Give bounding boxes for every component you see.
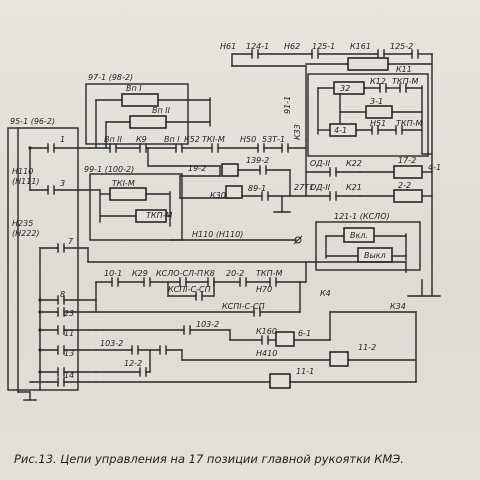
label-125-1: 125-1 — [312, 42, 335, 51]
label-k22: К22 — [346, 159, 362, 168]
label-h50: Н50 — [240, 135, 256, 144]
label-vp1b: Вп I — [164, 135, 180, 144]
label-vkl: Вкл. — [350, 231, 368, 240]
label-h235: Н235 — [12, 219, 33, 228]
label-53-1: 53Т-1 — [262, 135, 285, 144]
label-h110b: Н110 (Н110) — [192, 230, 243, 239]
label-kspi2: КСПI-С-СП — [222, 302, 265, 311]
label-h222: (Н222) — [12, 229, 40, 238]
label-od2-a: ОД-II — [310, 159, 331, 168]
label-103-2b: 103-2 — [100, 339, 123, 348]
label-89-1: 89-1 — [248, 184, 266, 193]
box-97-1 — [85, 83, 211, 149]
label-k33: К33 — [293, 124, 302, 140]
controller-contacts — [28, 143, 97, 391]
label-vp2b: Вп II — [104, 135, 123, 144]
label-k30: К30 — [210, 191, 226, 200]
label-pos-7: 7 — [68, 237, 74, 246]
schematic-labels: Н61 124-1 Н62 125-1 К161 125-2 К11 97-1 … — [10, 42, 441, 380]
label-6-1: 6-1 — [298, 329, 311, 338]
label-27-1: 27Т1 — [294, 183, 314, 192]
label-121-1: 121-1 (КСЛО) — [334, 212, 390, 221]
label-tki-m2: ТКI-М — [112, 179, 135, 188]
label-k34: К34 — [390, 302, 406, 311]
label-tk1-m: ТКI-М — [202, 135, 225, 144]
label-vp1: Вп I — [126, 84, 142, 93]
row-vp-contacts — [89, 139, 307, 167]
label-h110: Н110 — [12, 167, 33, 176]
h110-line — [169, 235, 303, 245]
label-pos-11: 11 — [64, 329, 74, 338]
label-17-2: 17-2 — [398, 156, 416, 165]
row-14 — [95, 363, 417, 389]
row-11 — [95, 311, 417, 383]
box-121-1 — [315, 221, 421, 271]
label-vykl: Выкл — [364, 251, 386, 260]
label-125-2: 125-2 — [390, 42, 413, 51]
line-7 — [87, 247, 441, 297]
od-rows — [305, 147, 433, 203]
label-11-2: 11-2 — [358, 343, 376, 352]
label-95-1: 95-1 (96-2) — [10, 117, 55, 126]
label-12-2: 12-2 — [124, 359, 142, 368]
label-tkp-m-2: ТКП-М — [396, 119, 422, 128]
label-19-2: 19-2 — [188, 164, 206, 173]
label-tkp-m-1: ТКП-М — [392, 77, 418, 86]
label-h111: (Н111) — [12, 177, 40, 186]
label-k12: К12 — [370, 77, 386, 86]
label-k161: К161 — [350, 42, 371, 51]
label-k29: К29 — [132, 269, 148, 278]
label-103-2: 103-2 — [196, 320, 219, 329]
label-32: 32 — [340, 84, 350, 93]
label-99-1: 99-1 (100-2) — [84, 165, 134, 174]
label-3-1: 3-1 — [370, 97, 383, 106]
label-k4: К4 — [320, 289, 331, 298]
label-139-2: 139-2 — [246, 156, 269, 165]
top-row-circuit — [231, 49, 433, 297]
label-tkm: ТКП-М — [146, 211, 172, 220]
label-k21: К21 — [346, 183, 362, 192]
label-vp2: Вп II — [152, 106, 171, 115]
label-4-1b: 4-1 — [428, 163, 441, 172]
label-h410: Н410 — [256, 349, 277, 358]
rows-8-23 — [95, 281, 301, 317]
figure-caption: Рис.13. Цепи управления на 17 позиции гл… — [14, 452, 404, 466]
label-124-1: 124-1 — [246, 42, 269, 51]
label-k11: К11 — [396, 65, 412, 74]
label-kslo: КСЛО-СЛ-П — [156, 269, 203, 278]
label-20-2: 20-2 — [226, 269, 244, 278]
label-pos-1: 1 — [60, 135, 65, 144]
label-h62: Н62 — [284, 42, 300, 51]
label-k8: К8 — [204, 269, 215, 278]
box-right-upper — [307, 73, 433, 157]
label-4-1: 4-1 — [334, 126, 347, 135]
label-11-1: 11-1 — [296, 367, 314, 376]
label-97-1: 97-1 (98-2) — [88, 73, 133, 82]
label-tkp-m3: ТКП-М — [256, 269, 282, 278]
label-k52: К52 — [184, 135, 200, 144]
label-10-1: 10-1 — [104, 269, 122, 278]
label-kspi: КСПI-С-СП — [168, 285, 211, 294]
box-99-1 — [89, 173, 183, 241]
label-h70: Н70 — [256, 285, 272, 294]
label-pos-14: 14 — [64, 371, 74, 380]
label-h51: Н51 — [370, 119, 386, 128]
middle-circuit — [179, 163, 307, 213]
row-13 — [95, 345, 417, 367]
label-k9: К9 — [136, 135, 147, 144]
label-h61: Н61 — [220, 42, 236, 51]
label-2-2: 2-2 — [398, 181, 411, 190]
label-pos-23: 23 — [64, 309, 74, 318]
label-od2-b: ОД-II — [310, 183, 331, 192]
label-k160: К160 — [256, 327, 277, 336]
left-controller-frame — [7, 127, 79, 401]
label-91-1: 91-1 — [283, 96, 292, 114]
label-pos-8: 8 — [60, 290, 65, 299]
row-10-1 — [95, 261, 307, 301]
label-pos-3: 3 — [60, 179, 65, 188]
label-pos-13: 13 — [64, 349, 74, 358]
